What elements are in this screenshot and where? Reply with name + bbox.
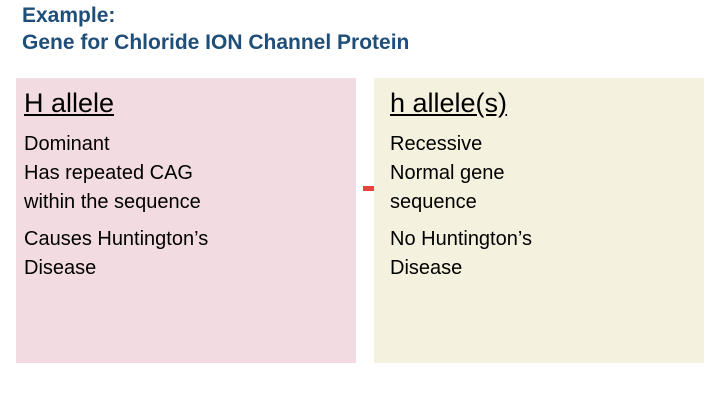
- column-h-allele-recessive: h allele(s) Recessive Normal gene sequen…: [374, 78, 704, 363]
- column-h-allele-body: Dominant Has repeated CAG within the seq…: [24, 130, 342, 283]
- list-item: Has repeated CAG: [24, 162, 193, 184]
- list-item: Normal gene: [390, 162, 505, 184]
- allele-comparison: H allele Dominant Has repeated CAG withi…: [16, 78, 704, 363]
- column-h-allele-heading: H allele: [24, 88, 115, 118]
- page-title-line-2: Gene for Chloride ION Channel Protein: [22, 31, 410, 54]
- column-h-allele-recessive-body: Recessive Normal gene sequence No Huntin…: [390, 130, 690, 283]
- list-item: within the sequence: [24, 191, 201, 213]
- list-item: Disease: [390, 257, 463, 279]
- list-item: Disease: [24, 257, 97, 279]
- column-h-allele: H allele Dominant Has repeated CAG withi…: [16, 78, 356, 363]
- paragraph-spacer: [390, 217, 690, 225]
- list-item: sequence: [390, 191, 477, 213]
- list-item: Causes Huntington’s: [24, 228, 209, 250]
- list-item: No Huntington’s: [390, 228, 532, 250]
- title-block: Example: Gene for Chloride ION Channel P…: [22, 2, 702, 56]
- list-item: Dominant: [24, 133, 110, 155]
- paragraph-spacer: [24, 217, 342, 225]
- page-title-line-1: Example:: [22, 4, 116, 27]
- column-h-allele-recessive-heading: h allele(s): [390, 88, 508, 118]
- list-item: Recessive: [390, 133, 483, 155]
